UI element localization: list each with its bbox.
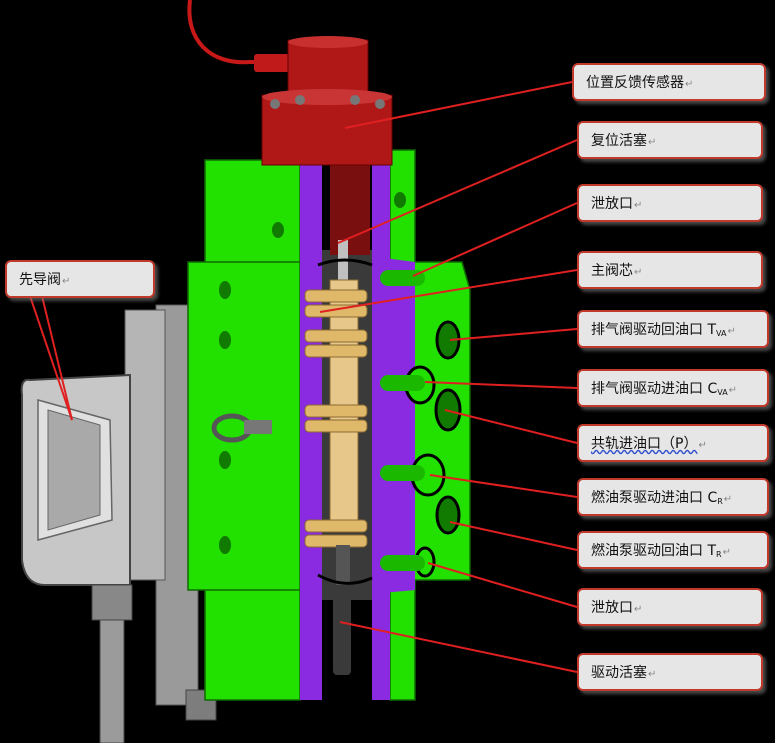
label-drain-bottom-text: 泄放口 <box>591 600 633 616</box>
label-reset-piston-text: 复位活塞 <box>591 133 647 149</box>
label-drive-piston-text: 驱动活塞 <box>591 665 647 681</box>
label-fuel-pump-return-text: 燃油泵驱动回油口 T <box>591 543 717 559</box>
label-fuel-pump-inlet-text: 燃油泵驱动进油口 C <box>591 490 718 506</box>
label-main-spool: 主阀芯↵ <box>577 251 763 289</box>
label-exhaust-return-text: 排气阀驱动回油口 T <box>591 322 717 338</box>
label-position-sensor-text: 位置反馈传感器 <box>586 75 684 91</box>
label-pilot-valve-text: 先导阀 <box>19 272 61 288</box>
position-sensor-body <box>261 36 393 166</box>
label-pilot-valve: 先导阀↵ <box>5 260 155 298</box>
cable-connector <box>254 54 290 72</box>
label-common-rail: 共轨进油口（P）↵ <box>577 424 769 462</box>
drive-piston <box>333 585 351 675</box>
label-common-rail-text: 共轨进油口（P） <box>591 436 698 452</box>
label-main-spool-text: 主阀芯 <box>591 263 633 279</box>
label-exhaust-inlet-text: 排气阀驱动进油口 C <box>591 381 718 397</box>
label-reset-piston: 复位活塞↵ <box>577 121 763 159</box>
label-drain-bottom: 泄放口↵ <box>577 588 763 626</box>
label-fuel-pump-return: 燃油泵驱动回油口 TR↵ <box>577 531 769 569</box>
main-spool <box>304 240 373 585</box>
label-position-sensor: 位置反馈传感器↵ <box>572 63 766 101</box>
leader-lines <box>29 81 578 673</box>
label-fuel-pump-inlet: 燃油泵驱动进油口 CR↵ <box>577 478 769 516</box>
eye-bolt <box>211 413 272 443</box>
label-drive-piston: 驱动活塞↵ <box>577 653 763 691</box>
sensor-cable <box>187 0 268 65</box>
label-drain-top-text: 泄放口 <box>591 196 633 212</box>
label-exhaust-return: 排气阀驱动回油口 TVA↵ <box>577 310 769 348</box>
pilot-valve-housing <box>20 304 217 743</box>
label-exhaust-inlet: 排气阀驱动进油口 CVA↵ <box>577 369 769 407</box>
label-drain-top: 泄放口↵ <box>577 184 763 222</box>
